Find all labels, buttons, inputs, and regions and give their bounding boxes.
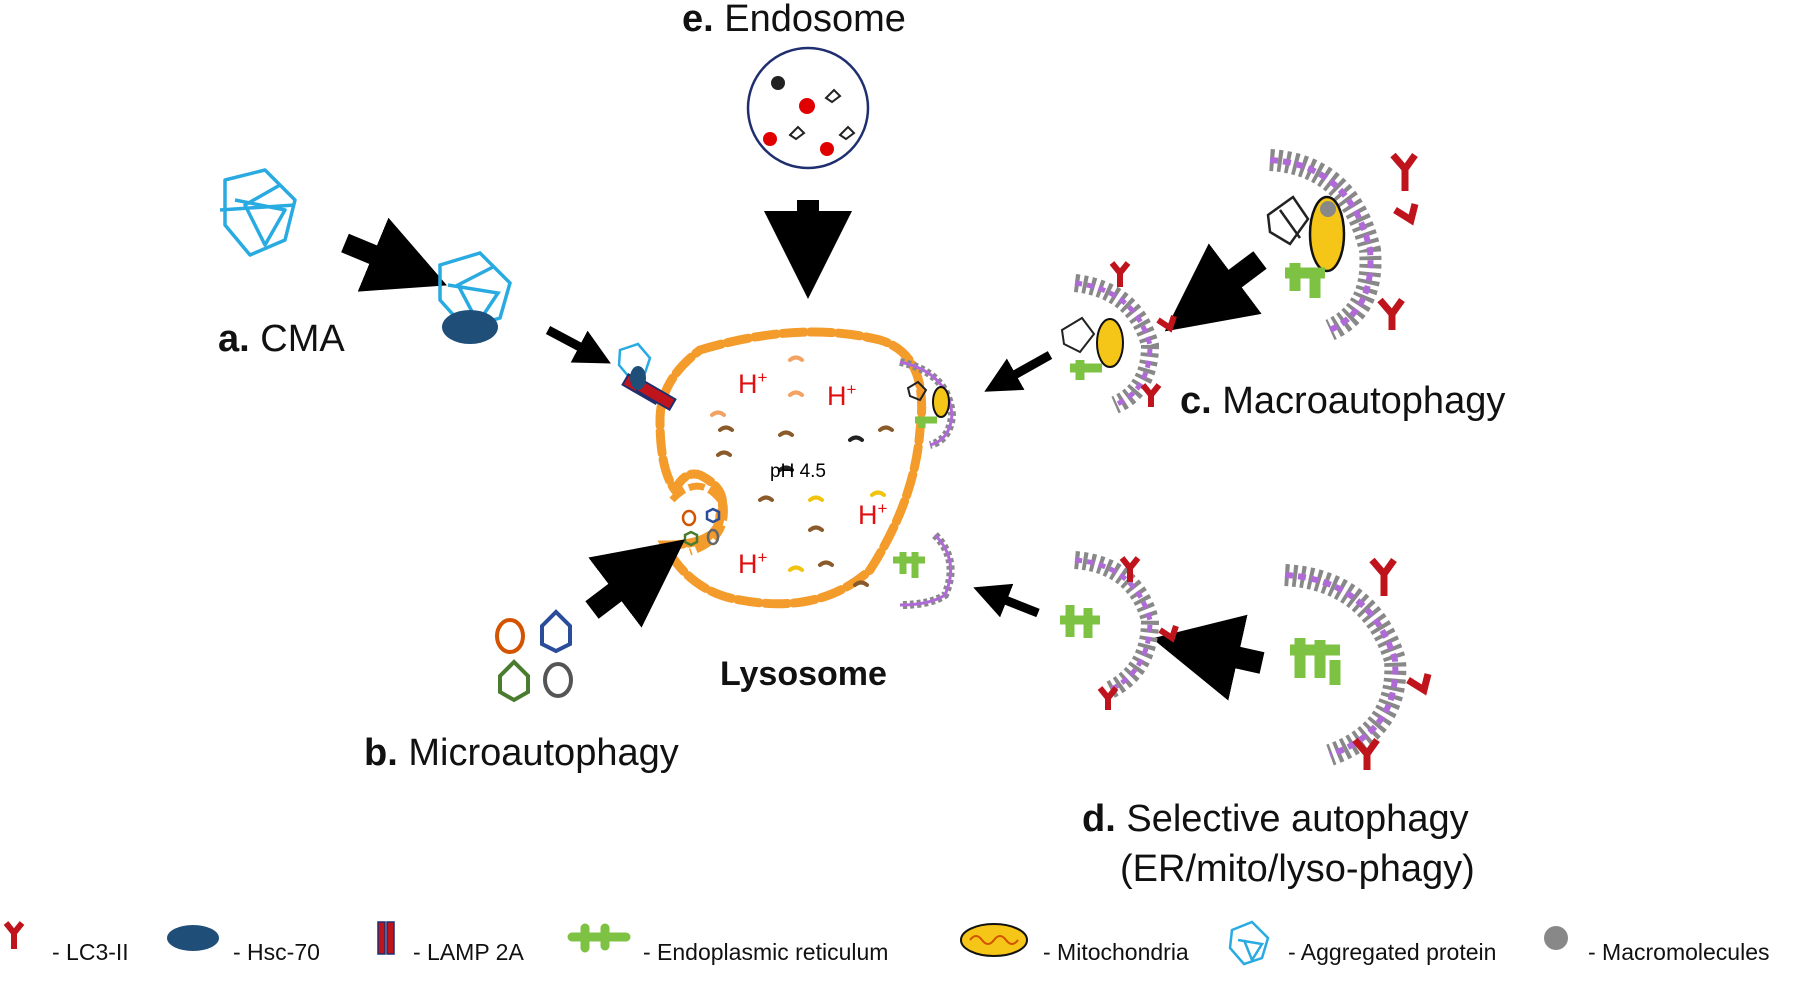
macro-arrow-1 [1164,243,1267,332]
lysosome-label: Lysosome [720,655,887,693]
hplus-label: H+ [827,380,857,411]
microautophagy-label: b. Microautophagy [364,732,679,774]
legend-macromolecules-label: - Macromolecules [1588,939,1770,965]
legend [3,920,1568,966]
micro-cargo-inner [681,507,721,547]
phagophore-large-macro [1266,149,1419,341]
lysosome: H+ H+ H+ H+ pH 4.5 [655,327,927,609]
micro-cargo [495,609,573,703]
cma-protein-hsc70 [438,251,512,344]
selective-arrow-1 [1152,614,1265,701]
hplus-label: H+ [738,368,768,399]
hsc70-icon [167,925,219,951]
fused-autophagosome [899,358,957,449]
fused-er-phagosome [893,532,955,609]
cma-protein-free [219,168,297,257]
lc3-ii-icon [3,921,25,949]
selective-arrow-2 [973,583,1040,618]
phagophore-small-macro [1060,261,1177,414]
macroautophagy-label: c. Macroautophagy [1180,380,1506,422]
hplus-label: H+ [738,548,768,579]
lamp2a-icon [377,921,395,955]
macro-arrow-2 [984,351,1053,392]
cma-arrow-2 [545,326,611,364]
endosome-label: e. Endosome [682,0,906,40]
legend-lc3-label: - LC3-II [52,939,129,965]
legend-hsc70-label: - Hsc-70 [233,939,320,965]
micro-arrow [585,539,686,628]
phagophore-small-selective [1060,551,1179,710]
ph-label: pH 4.5 [770,461,826,482]
cma-label: a. CMA [218,318,345,360]
lamp2a-channel [617,342,677,412]
selective-autophagy-sublabel: (ER/mito/lyso-phagy) [1120,848,1475,890]
cma-arrow-1 [341,217,447,292]
mitochondria-icon [960,923,1028,957]
hplus-label: H+ [858,499,888,530]
legend-mitochondria-label: - Mitochondria [1043,939,1189,965]
legend-lamp2a-label: - LAMP 2A [413,939,524,965]
er-icon [567,923,631,953]
digested-fragments [710,355,894,587]
legend-aggregated-protein-label: - Aggregated protein [1288,939,1497,965]
legend-er-label: - Endoplasmic reticulum [643,939,889,965]
phagophore-large-selective [1284,557,1432,770]
macromolecule-icon [1544,926,1568,950]
aggregated-protein-icon [1228,920,1270,966]
selective-autophagy-label: d. Selective autophagy [1082,798,1469,840]
endosome [746,46,870,170]
